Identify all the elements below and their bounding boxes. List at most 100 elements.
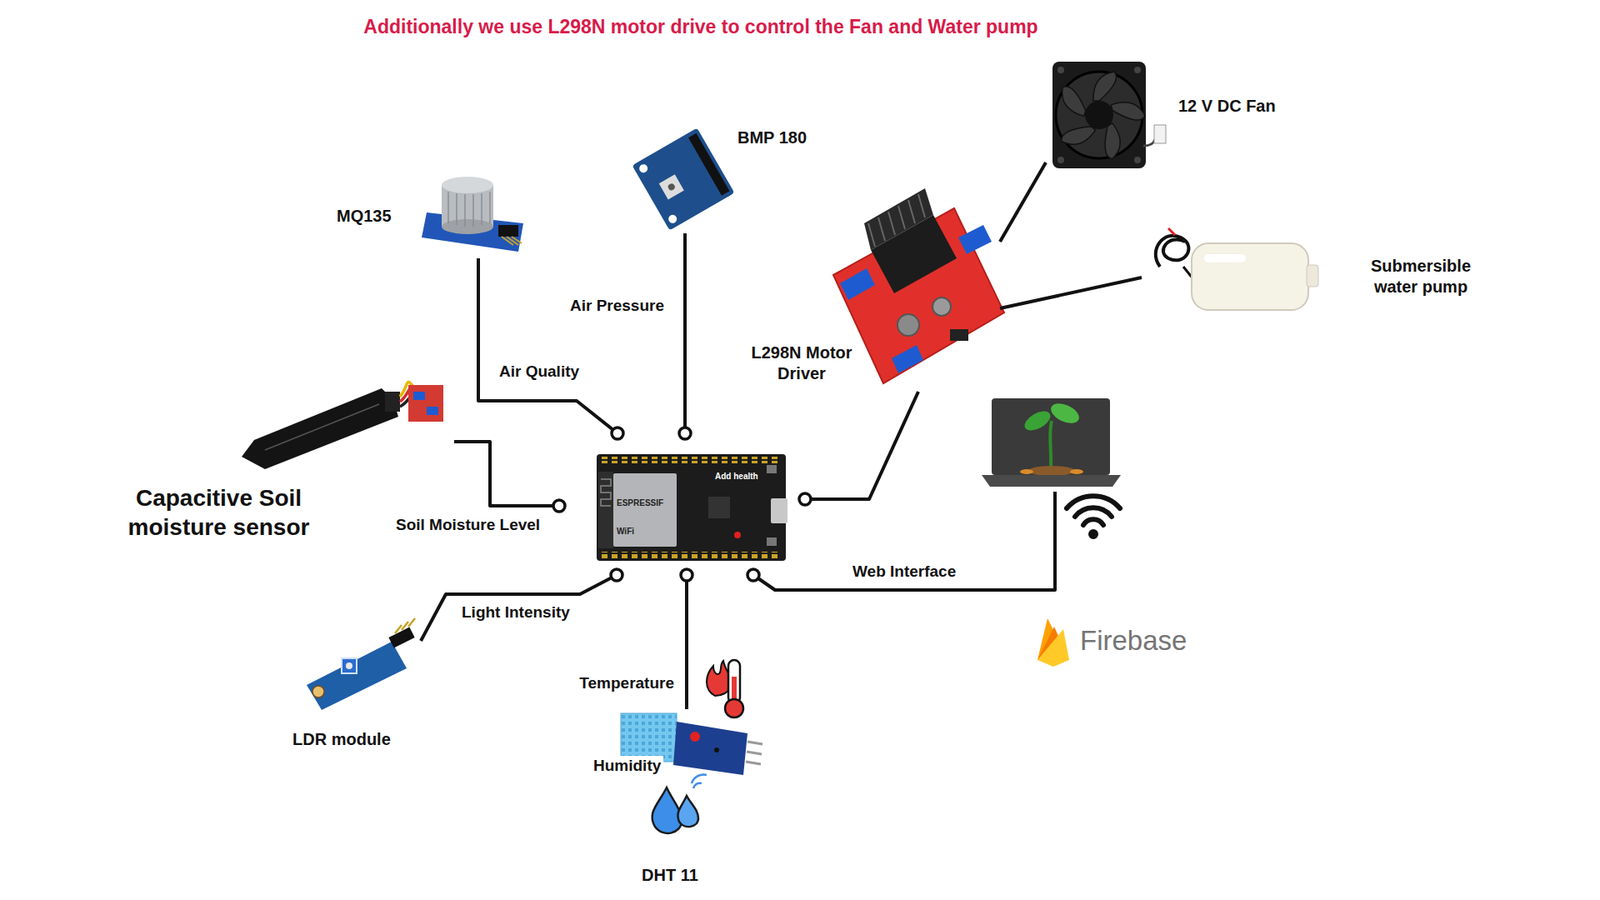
component-label: Submersible water pump [1362, 255, 1480, 298]
esp32-board: ESPRESSIF WiFi Add health [559, 433, 805, 575]
motor-driver-board [932, 297, 951, 316]
soil-moisture-probe [265, 404, 380, 450]
soil-moisture-probe [413, 391, 425, 400]
esp32-board [766, 465, 777, 474]
bmp180-sensor [632, 128, 735, 231]
firebase-logo [1037, 629, 1070, 667]
connector-line [1000, 162, 1046, 242]
bmp180-sensor [659, 174, 685, 200]
edge-label: Air Pressure [567, 295, 667, 316]
temperature-icon [706, 660, 744, 718]
wifi-icon [1090, 531, 1096, 537]
bmp180-sensor [632, 128, 735, 231]
connector-line [420, 575, 617, 641]
dc-fan [1134, 66, 1141, 74]
soil-moisture-probe [241, 382, 444, 470]
ldr-module [312, 685, 325, 698]
dc-fan [1093, 71, 1117, 101]
dht11-sensor [690, 731, 700, 742]
laptop-icon [991, 398, 1110, 475]
dc-fan [1052, 61, 1146, 169]
wifi-icon [1075, 507, 1112, 517]
motor-driver-board [840, 268, 875, 300]
mq135-sensor [501, 236, 522, 245]
component-label: 12 V DC Fan [1178, 95, 1276, 117]
board-sticker: Add health [715, 471, 759, 483]
water-pump [1155, 228, 1319, 310]
motor-driver-board [868, 194, 925, 247]
pin-dot [553, 500, 565, 512]
esp32-board [600, 479, 611, 506]
water-pump [1191, 243, 1309, 310]
mq135-sensor [441, 176, 494, 194]
edge-label: Air Quality [496, 361, 582, 382]
wifi-icon [1066, 495, 1120, 509]
dc-fan [1052, 61, 1166, 169]
laptop-icon [1047, 399, 1082, 427]
bmp180-sensor [666, 213, 679, 225]
humidity-icon [677, 795, 699, 827]
laptop-icon [1028, 465, 1075, 476]
sensor-module: LDR module [287, 620, 421, 755]
humidity-icon [691, 775, 707, 789]
mq135-sensor [498, 225, 519, 237]
web-interface: Firebase [981, 391, 1121, 492]
pin-dot [679, 427, 691, 440]
water-pump [1155, 235, 1190, 267]
component-label: L298N Motor Driver [743, 342, 860, 385]
pin-dot [611, 427, 624, 440]
pin-dot [799, 493, 811, 505]
bmp180-sensor [688, 133, 730, 196]
diagram-title: Additionally we use L298N motor drive to… [363, 15, 1038, 40]
wifi-icon [1066, 495, 1120, 537]
component-label: MQ135 [336, 205, 392, 227]
chip-marking: WiFi [616, 526, 635, 538]
dc-fan [1143, 139, 1155, 146]
connector-line [1000, 277, 1142, 309]
pin-dot [680, 569, 693, 581]
soil-moisture-probe [385, 391, 400, 412]
laptop-icon [1050, 420, 1052, 469]
dc-fan [1057, 156, 1065, 164]
dht11-sensor [714, 747, 720, 753]
motor-driver-board [897, 314, 920, 336]
chip-marking: ESPRESSIF [616, 498, 664, 510]
mq135-sensor [421, 176, 524, 252]
ldr-module [306, 618, 415, 710]
dht11-sensor [745, 741, 763, 765]
water-pump [1306, 265, 1319, 287]
esp32-board [613, 473, 677, 547]
soil-moisture-probe [426, 406, 439, 415]
wifi-icon [1083, 519, 1104, 525]
humidity-icon [652, 787, 682, 834]
connector-line [454, 441, 560, 506]
motor-driver: L298N Motor Driver [741, 204, 1000, 392]
connector-line [753, 491, 1055, 590]
dc-fan [1057, 66, 1065, 74]
component-label: LDR module [292, 729, 391, 750]
dht11-sensor [620, 713, 677, 762]
sensor-module: DHT 11 [616, 709, 755, 889]
dc-fan [1085, 100, 1114, 130]
mq135-sensor [441, 219, 494, 235]
edge-label: Soil Moisture Level [393, 515, 543, 535]
ldr-module [395, 618, 415, 634]
sensor-module: BMP 180 [633, 120, 834, 234]
esp32-board [601, 456, 781, 464]
component-label: DHT 11 [641, 865, 699, 886]
component-label: BMP 180 [737, 127, 807, 149]
actuator: Submersible water pump [1141, 218, 1500, 335]
esp32-board [598, 471, 614, 549]
ldr-module [341, 658, 357, 674]
dc-fan [1134, 156, 1141, 164]
connector-line [685, 575, 689, 710]
edge-label: Web Interface [850, 561, 959, 582]
laptop-icon [1070, 469, 1084, 475]
dc-fan [1055, 71, 1145, 160]
water-pump [1168, 228, 1175, 235]
sensor-module: MQ135 [333, 162, 534, 259]
mq135-sensor [448, 191, 490, 227]
ldr-module [306, 641, 407, 710]
edge-label: Temperature [576, 673, 677, 694]
